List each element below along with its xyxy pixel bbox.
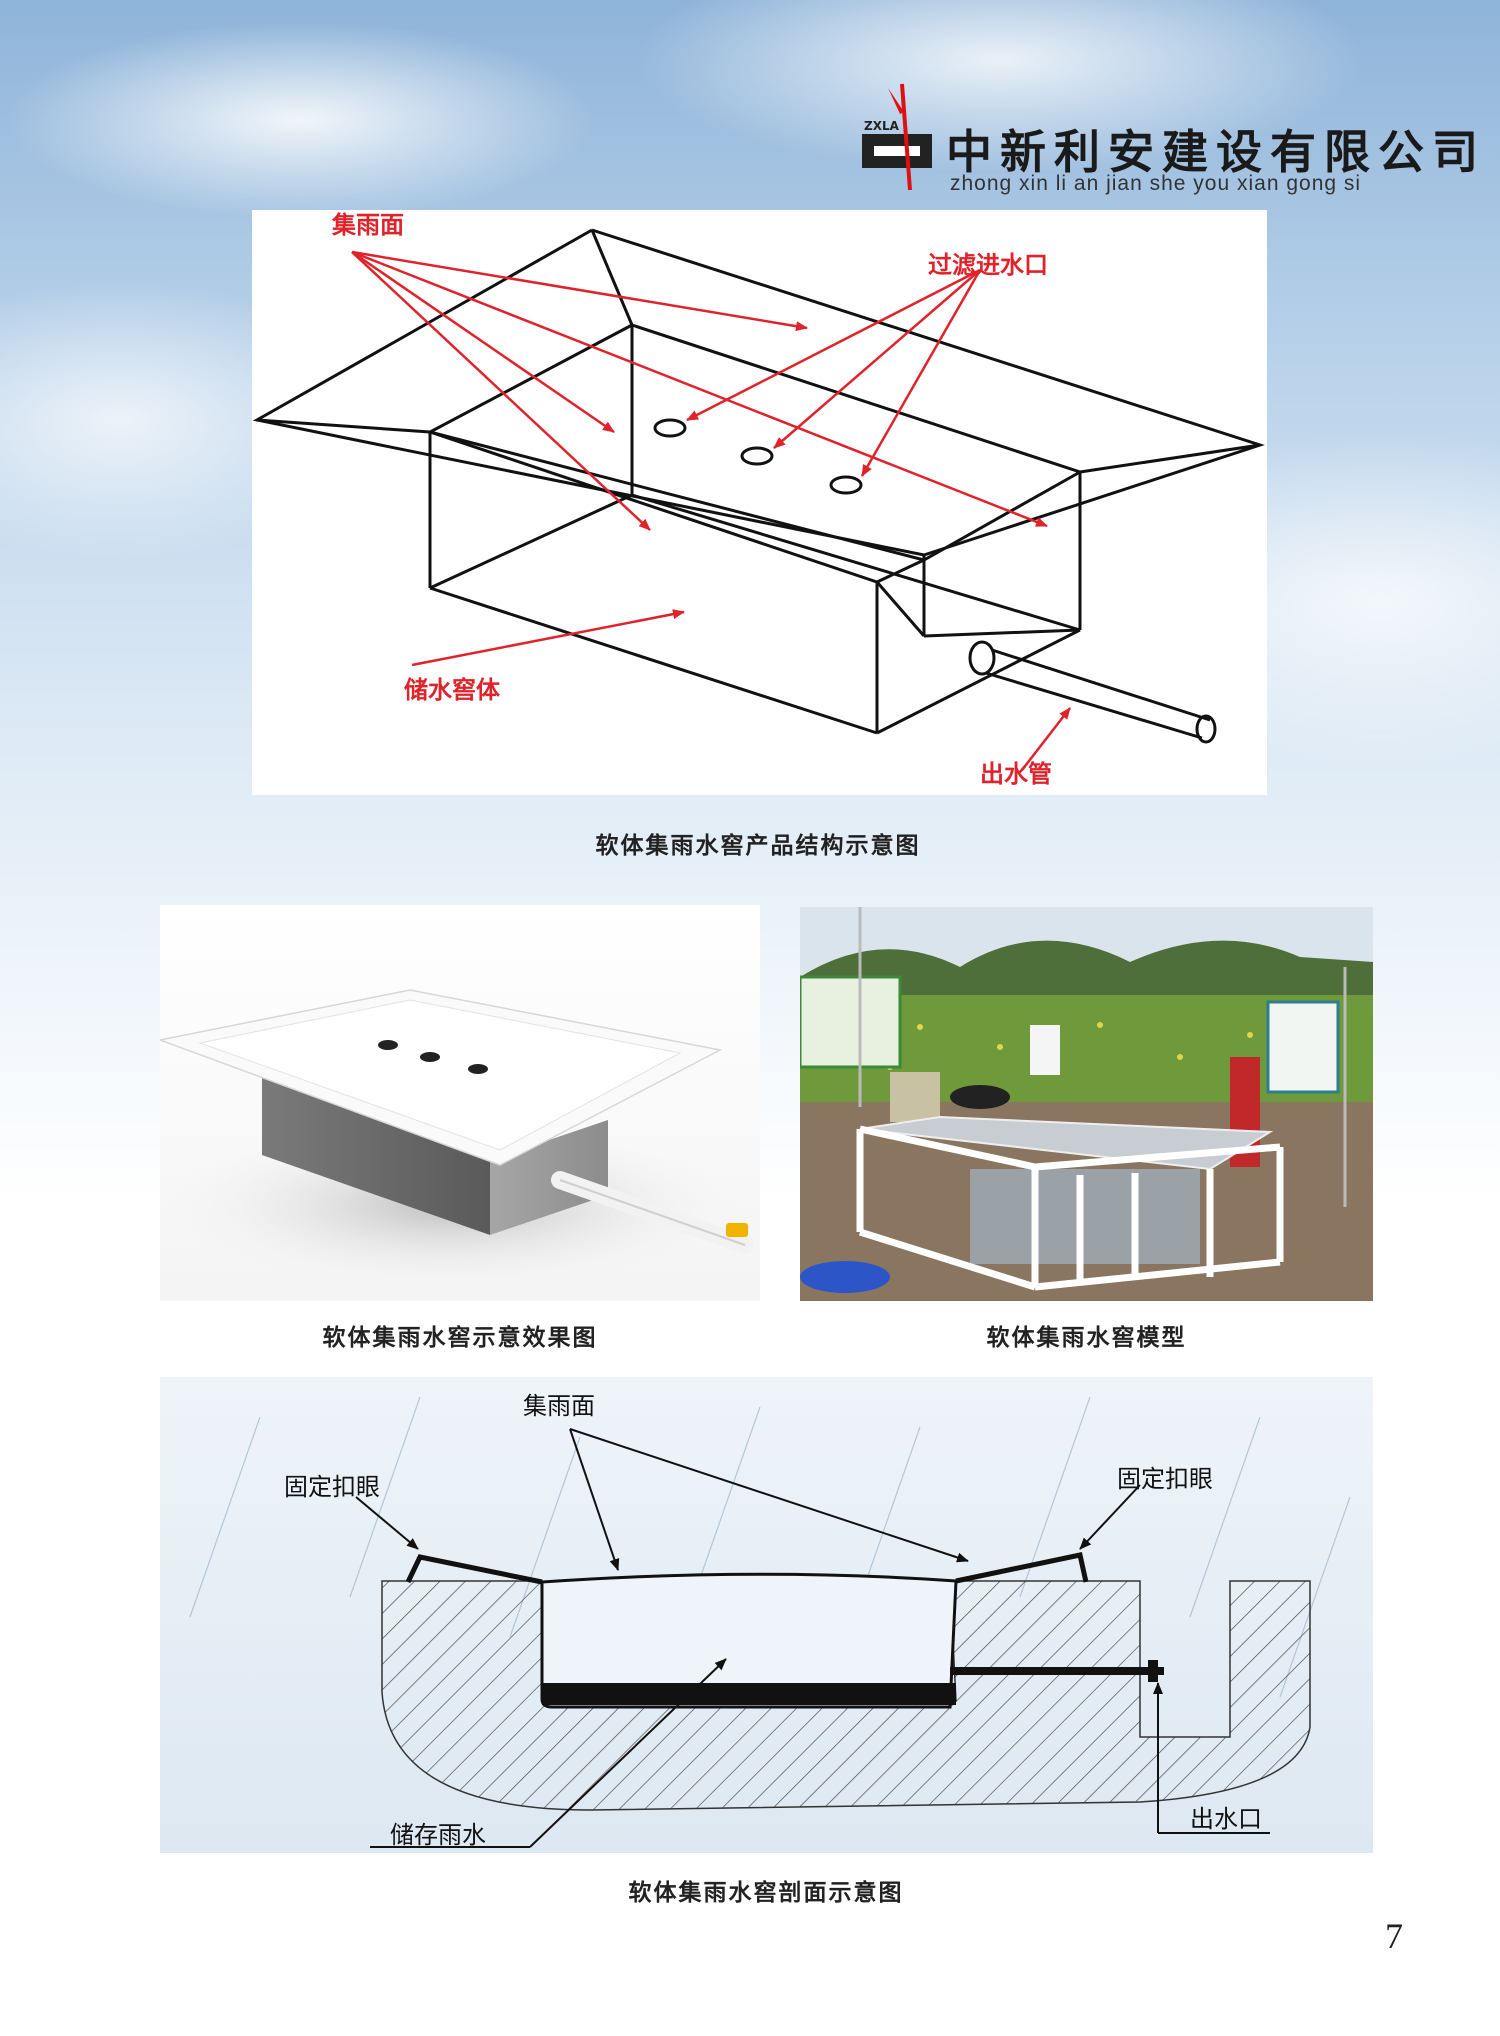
outlet-pipe (950, 1667, 1164, 1675)
section-diagram-panel: 集雨面 固定扣眼 固定扣眼 储存雨水 出水口 (160, 1377, 1373, 1853)
valve-handle (726, 1223, 748, 1237)
label-eyelet-right: 固定扣眼 (1117, 1465, 1213, 1493)
section-diagram: 集雨面 固定扣眼 固定扣眼 储存雨水 出水口 (189, 1392, 1351, 1849)
stored-water (542, 1683, 956, 1705)
logo-text: ZXLA (864, 119, 900, 133)
label-catchment: 集雨面 (331, 211, 404, 239)
inlet-hole-2 (420, 1052, 440, 1062)
caption-model: 软体集雨水窖模型 (986, 1325, 1187, 1351)
render-illustration (157, 989, 754, 1290)
company-name: 中新利安建设有限公司 (946, 125, 1486, 179)
catchment-frame (252, 228, 1265, 744)
label-stored-rainwater: 储存雨水 (390, 1821, 486, 1849)
render-panel (157, 905, 760, 1301)
company-logo: ZXLA (862, 83, 932, 191)
model-photo (800, 907, 1373, 1301)
caption-section-diagram: 软体集雨水窖剖面示意图 (628, 1880, 904, 1906)
company-pinyin: zhong xin li an jian she you xian gong s… (950, 172, 1362, 195)
caption-render: 软体集雨水窖示意效果图 (322, 1325, 598, 1351)
label-eyelet-left: 固定扣眼 (284, 1473, 380, 1501)
label-outlet-pipe: 出水管 (980, 760, 1052, 788)
page-header: ZXLA 中新利安建设有限公司 zhong xin li an jian she… (860, 82, 1478, 195)
structure-diagram-panel: 集雨面 过滤进水口 储水窖体 出水管 (252, 210, 1267, 795)
page-number: 7 (1385, 1916, 1403, 1956)
structure-diagram: 集雨面 过滤进水口 储水窖体 出水管 (252, 211, 1265, 788)
outlet-pipe (551, 1171, 754, 1254)
label-storage-body: 储水窖体 (404, 676, 501, 704)
caption-structure-diagram: 软体集雨水窖产品结构示意图 (595, 833, 921, 859)
label-outlet: 出水口 (1190, 1805, 1262, 1833)
callout-arrows (351, 250, 1071, 771)
inlet-hole-1 (378, 1040, 398, 1050)
section-callouts (355, 1428, 1163, 1848)
label-catchment-section: 集雨面 (523, 1392, 595, 1420)
ground-section (381, 1580, 1311, 1811)
model-photo-panel (800, 907, 1373, 1301)
label-filter-inlet: 过滤进水口 (928, 251, 1048, 279)
inlet-hole-3 (468, 1064, 488, 1074)
